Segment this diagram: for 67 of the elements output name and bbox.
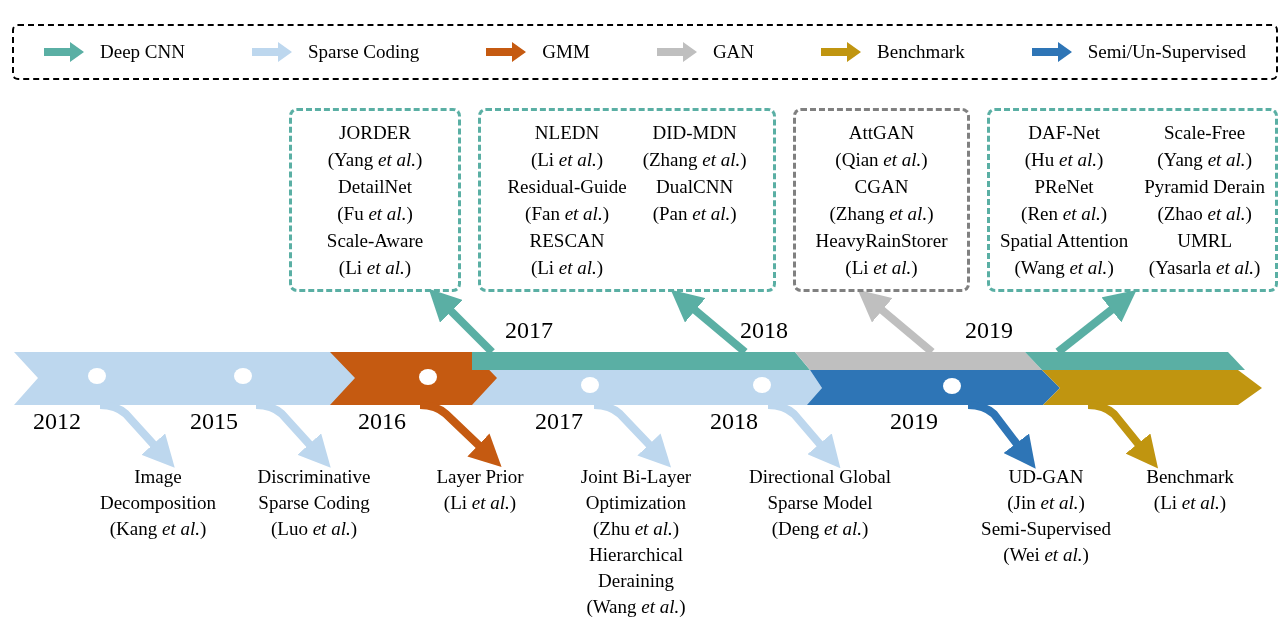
- author-citation: (Li et al.): [1153, 491, 1227, 515]
- author-citation: (Yang et al.): [1157, 148, 1252, 172]
- method-group-box: [289, 108, 461, 292]
- method-name: DAF-Net: [1028, 121, 1100, 145]
- author-citation: (Kang et al.): [109, 517, 207, 541]
- method-name: DualCNN: [656, 175, 734, 199]
- method-name: Semi-Supervised: [981, 517, 1111, 541]
- author-citation: (Wang et al.): [1014, 256, 1114, 280]
- author-citation: (Jin et al.): [1007, 491, 1085, 515]
- legend-label: GAN: [712, 39, 755, 64]
- author-citation: (Hu et al.): [1024, 148, 1104, 172]
- year-label: 2017: [505, 316, 553, 344]
- author-citation: (Wang et al.): [586, 595, 686, 619]
- method-name: UD-GAN: [1008, 465, 1084, 489]
- author-citation: (Luo et al.): [271, 517, 357, 541]
- author-citation: (Qian et al.): [835, 148, 928, 172]
- author-citation: (Deng et al.): [771, 517, 869, 541]
- method-name: DetailNet: [338, 175, 412, 199]
- method-name: Scale-Aware: [326, 229, 424, 253]
- method-name: RESCAN: [529, 229, 605, 253]
- year-label: 2017: [535, 407, 583, 435]
- year-label: 2012: [33, 407, 81, 435]
- author-citation: (Li et al.): [443, 491, 517, 515]
- year-label: 2018: [740, 316, 788, 344]
- year-label: 2018: [710, 407, 758, 435]
- author-citation: (Fan et al.): [525, 202, 609, 226]
- method-name: DID-MDN: [652, 121, 737, 145]
- legend-label: Deep CNN: [100, 39, 185, 64]
- method-name: NLEDN: [534, 121, 600, 145]
- author-citation: (Wei et al.): [1003, 543, 1089, 567]
- method-name: Residual-Guide: [507, 175, 627, 199]
- method-name: Layer Prior: [436, 465, 524, 489]
- method-name: HeavyRainStorer: [815, 229, 948, 253]
- author-citation: (Li et al.): [338, 256, 412, 280]
- legend-label: Sparse Coding: [307, 39, 420, 64]
- author-citation: (Ren et al.): [1021, 202, 1108, 226]
- year-label: 2019: [890, 407, 938, 435]
- method-name: Pyramid Derain: [1144, 175, 1266, 199]
- method-group-box: [987, 108, 1278, 292]
- author-citation: (Yasarla et al.): [1148, 256, 1261, 280]
- method-group-box: [793, 108, 970, 292]
- method-name: Spatial Attention: [999, 229, 1129, 253]
- method-name: CGAN: [854, 175, 909, 199]
- method-name: Benchmark: [1146, 465, 1234, 489]
- author-citation: (Pan et al.): [652, 202, 737, 226]
- author-citation: (Zhang et al.): [829, 202, 934, 226]
- year-label: 2015: [190, 407, 238, 435]
- year-label: 2016: [358, 407, 406, 435]
- method-name: PReNet: [1034, 175, 1094, 199]
- method-name: Scale-Free: [1164, 121, 1246, 145]
- author-citation: (Yang et al.): [327, 148, 423, 172]
- year-label: 2019: [965, 316, 1013, 344]
- author-citation: (Zhao et al.): [1157, 202, 1252, 226]
- author-citation: (Fu et al.): [337, 202, 413, 226]
- author-citation: (Li et al.): [530, 148, 604, 172]
- author-citation: (Zhu et al.): [593, 517, 679, 541]
- legend-label: GMM: [542, 39, 590, 64]
- author-citation: (Li et al.): [530, 256, 604, 280]
- arrow: [428, 288, 495, 355]
- method-name: AttGAN: [848, 121, 915, 145]
- author-citation: (Zhang et al.): [642, 148, 747, 172]
- method-name: JORDER: [339, 121, 411, 145]
- author-citation: (Li et al.): [845, 256, 918, 280]
- legend-label: Semi/Un-Supervised: [1087, 39, 1246, 64]
- method-name: UMRL: [1177, 229, 1233, 253]
- method-group-box: [478, 108, 776, 292]
- legend-label: Benchmark: [877, 39, 965, 64]
